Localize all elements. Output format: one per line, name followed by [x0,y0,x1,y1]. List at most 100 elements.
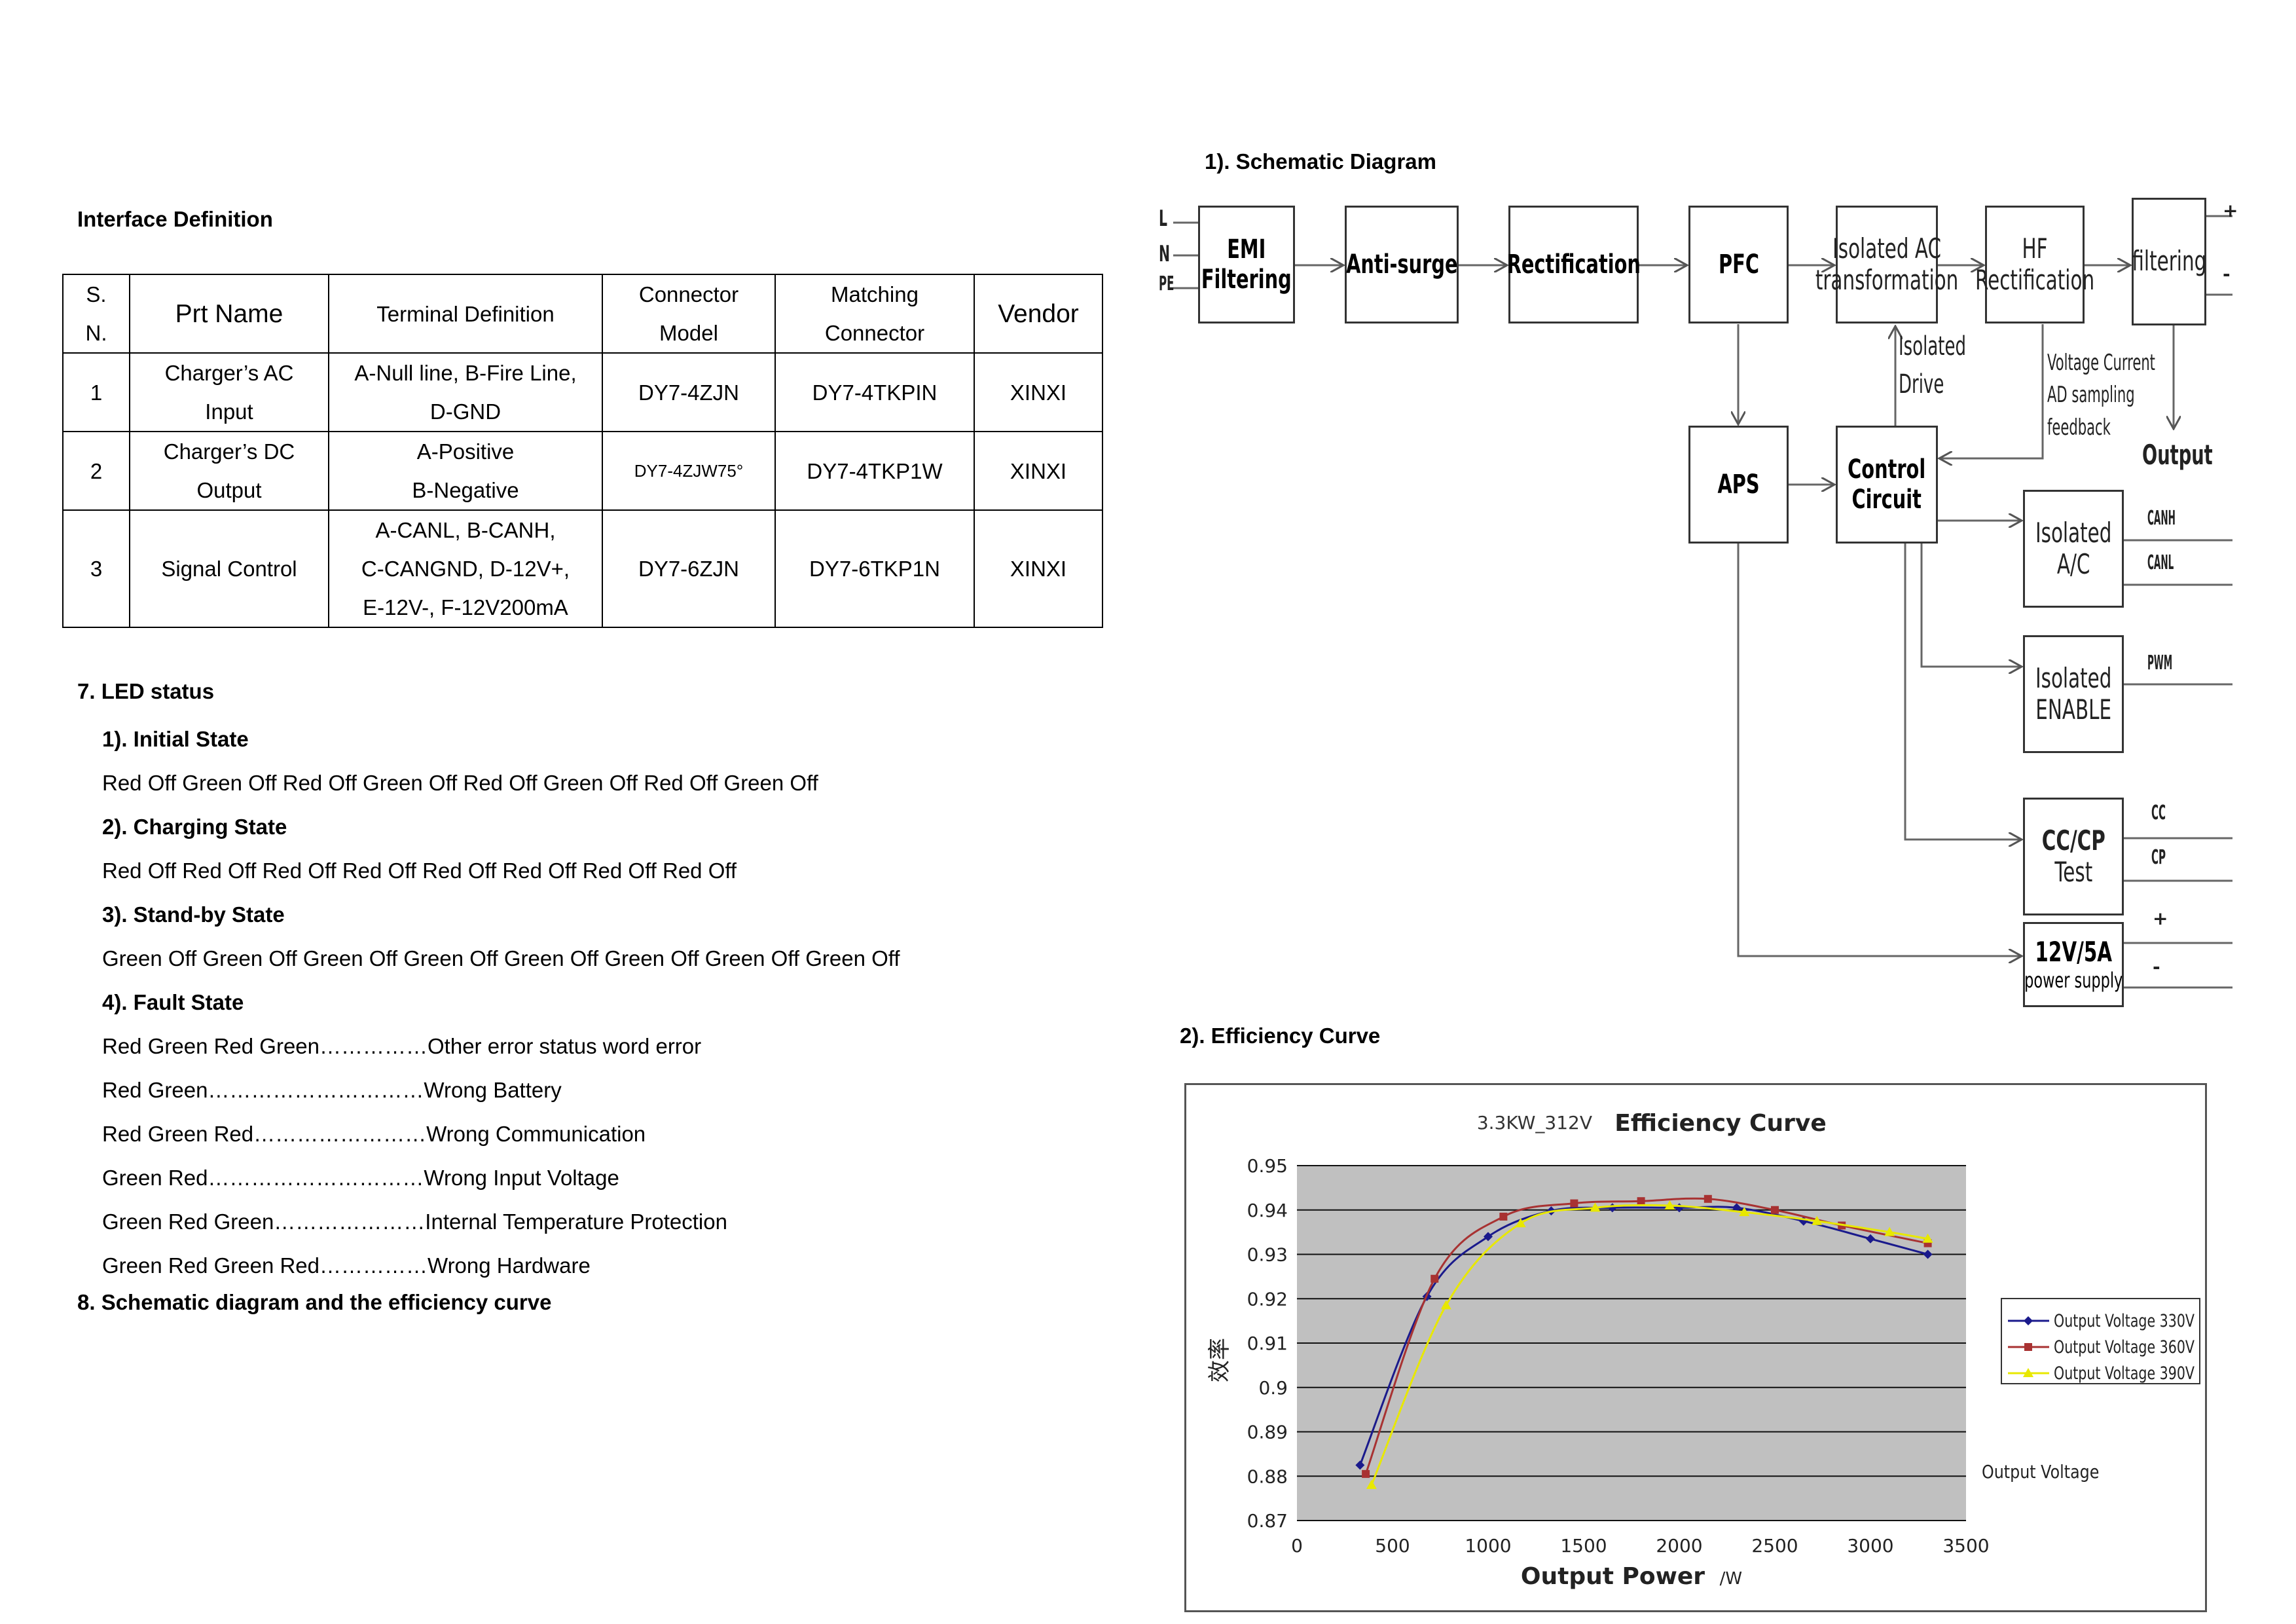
feedback-label: Voltage Current AD sampling feedback [2047,350,2155,441]
state-title: 1). Initial State [102,727,249,751]
state-title: 2). Charging State [102,815,287,839]
data-point [2024,1343,2032,1351]
data-point [1570,1199,1578,1208]
cell-matching: DY7-6TKP1N [774,509,975,628]
x-tick-label: 1500 [1560,1535,1607,1557]
state-title: 4). Fault State [102,990,244,1014]
y-tick-label: 0.89 [1247,1422,1288,1443]
y-tick-label: 0.95 [1247,1155,1288,1177]
cell-connector: DY7-4ZJN [602,352,776,432]
cell-connector: DY7-6ZJN [602,509,776,628]
cc-label: CC [2151,802,2166,824]
header-terminal: Terminal Definition [328,274,603,354]
led-status-title: 7. LED status [77,679,215,703]
fault-item: Red Green Red……………………Wrong Communication [102,1122,646,1146]
data-point [1884,1227,1895,1236]
y-tick-label: 0.93 [1247,1244,1288,1266]
data-point [1732,1203,1741,1213]
y-tick-label: 0.87 [1247,1510,1288,1532]
data-point [1866,1234,1875,1244]
y-tick-labels: 0.95 0.94 0.93 0.92 0.91 0.9 0.89 0.88 0.87 [1247,1155,1288,1532]
x-tick-label: 2000 [1656,1535,1702,1557]
legend-caption: Output Voltage [1982,1462,2099,1483]
cell-vendor: XINXI [974,509,1103,628]
fault-item: Green Red Green Red……………Wrong Hardware [102,1253,591,1278]
filtering-block: filtering [2132,198,2206,325]
output-label: Output [2142,439,2213,471]
gridlines [1297,1165,1966,1521]
input-label-pe: PE [1159,272,1175,295]
x-tick-label: 2500 [1751,1535,1798,1557]
anti-surge-block: Anti-surge [1345,206,1459,323]
y-tick-label: 0.88 [1247,1466,1288,1487]
legend-label: Output Voltage 330V [2054,1311,2195,1331]
data-point [1664,1200,1675,1209]
cell-name: Charger’s DC Output [129,431,329,511]
x-axis-label: Output Power /W [1521,1563,1742,1590]
legend-box [2001,1298,2200,1384]
supply-minus-label: - [2153,956,2160,978]
data-point [1590,1202,1601,1212]
header-vendor: Vendor [974,274,1103,354]
y-tick-label: 0.94 [1247,1200,1288,1221]
chart-title-prefix: 3.3KW_312V [1477,1112,1592,1134]
output-minus-label: - [2223,263,2231,285]
supply-plus-label: + [2153,908,2168,929]
fault-item: Green Red…………………………Wrong Input Voltage [102,1166,619,1190]
legend-label: Output Voltage 390V [2054,1363,2195,1384]
data-point [1440,1300,1451,1310]
cell-name: Charger’s AC Input [129,352,329,432]
cell-connector: DY7-4ZJW75° [602,431,776,511]
data-point [1922,1233,1933,1243]
data-point [1704,1194,1712,1203]
isolated-drive-label: Isolated Drive [1899,331,1966,399]
pwm-label: PWM [2147,652,2173,674]
data-point [2024,1316,2033,1325]
x-tick-label: 3500 [1942,1535,1989,1557]
data-point [1430,1274,1439,1283]
table-row: 2 Charger’s DC Output A-Positive B-Negat… [62,431,1103,511]
data-point [1366,1479,1377,1489]
y-axis-label: 效率 [1207,1338,1233,1382]
cell-terminal: A-Positive B-Negative [328,431,603,511]
rectification-block: Rectification [1506,206,1641,323]
input-label-n: N [1159,241,1171,267]
cell-matching: DY7-4TKPIN [774,352,975,432]
cell-terminal: A-Null line, B-Fire Line, D-GND [328,352,603,432]
x-axis-label-text: Output Power [1521,1563,1705,1590]
efficiency-chart: 3.3KW_312V Efficiency Curve 0.950.940.93… [1207,1110,2200,1590]
y-tick-label: 0.91 [1247,1333,1288,1354]
x-tick-label: 0 [1291,1535,1303,1557]
x-tick-label: 1000 [1465,1535,1511,1557]
header-connector: Connector Model [602,274,776,354]
cell-sn: 1 [62,352,130,432]
interface-title: Interface Definition [77,207,273,231]
canl-label: CANL [2147,551,2174,574]
header-sn: S. N. [62,274,130,354]
input-label-l: L [1159,206,1168,232]
x-tick-label: 3000 [1847,1535,1893,1557]
canh-label: CANH [2147,507,2176,530]
fault-item: Green Red Green…………………Internal Temperatu… [102,1209,727,1234]
state-text: Red Off Red Off Red Off Red Off Red Off … [102,858,737,883]
state-text: Green Off Green Off Green Off Green Off … [102,946,900,970]
cell-vendor: XINXI [974,352,1103,432]
output-plus-label: + [2223,200,2238,221]
x-axis-unit: /W [1720,1569,1742,1589]
cp-label: CP [2151,846,2166,869]
y-tick-label: 0.9 [1258,1377,1288,1399]
state-text: Red Off Green Off Red Off Green Off Red … [102,771,818,795]
cell-matching: DY7-4TKP1W [774,431,975,511]
y-tick-label: 0.92 [1247,1288,1288,1310]
fault-item: Red Green Red Green……………Other error stat… [102,1034,702,1058]
